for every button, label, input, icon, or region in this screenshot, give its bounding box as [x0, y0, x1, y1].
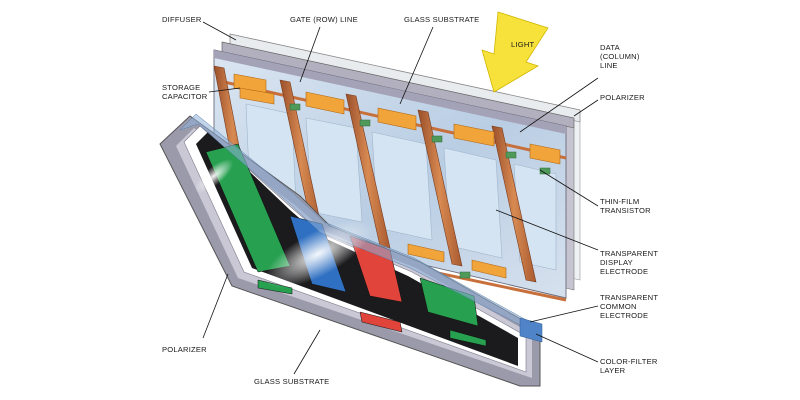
polarizer-bottom-label: POLARIZER [162, 345, 207, 354]
light-glare [264, 219, 372, 289]
common-electrode-label-3: ELECTRODE [600, 311, 648, 320]
light-glare-small [194, 159, 234, 193]
display-electrode-label-2: DISPLAY [600, 258, 633, 267]
storage-capacitors [233, 73, 561, 279]
color-filter-label-2: LAYER [600, 366, 626, 375]
display-electrode-label-1: TRANSPARENT [600, 249, 658, 258]
light-arrow-icon [481, 11, 549, 93]
color-filter-layer-label: COLOR-FILTER LAYER [600, 357, 660, 375]
thin-film-transistor-label-1: THIN-FILM [600, 197, 639, 206]
leader-lines [202, 21, 599, 375]
polarizer-top-label: POLARIZER [600, 93, 645, 102]
light-label: LIGHT [511, 40, 535, 49]
storage-capacitor-label: STORAGE CAPACITOR [162, 83, 208, 101]
transparent-display-electrode-label: TRANSPARENT DISPLAY ELECTRODE [600, 249, 660, 276]
glass-substrate-top-label: GLASS SUBSTRATE [404, 15, 479, 24]
glass-substrate-bottom-label: GLASS SUBSTRATE [254, 377, 329, 386]
common-electrode-layer [179, 113, 543, 343]
thin-film-transistor-label-2: TRANSISTOR [600, 206, 651, 215]
data-line-label-2: (COLUMN) [600, 52, 640, 61]
diffuser-label: DIFFUSER [162, 15, 202, 24]
common-electrode-label-2: COMMON [600, 302, 637, 311]
storage-capacitor-label-2: CAPACITOR [162, 92, 208, 101]
storage-capacitor-label-1: STORAGE [162, 83, 200, 92]
color-filter-label-1: COLOR-FILTER [600, 357, 658, 366]
transparent-common-electrode-label: TRANSPARENT COMMON ELECTRODE [600, 293, 660, 320]
common-electrode-label-1: TRANSPARENT [600, 293, 658, 302]
data-line-label: DATA (COLUMN) LINE [600, 43, 642, 70]
display-electrode-label-3: ELECTRODE [600, 267, 648, 276]
gate-line-label: GATE (ROW) LINE [290, 15, 358, 24]
data-line-label-1: DATA [600, 43, 621, 52]
data-line-label-3: LINE [600, 61, 618, 70]
thin-film-transistor-label: THIN-FILM TRANSISTOR [600, 197, 651, 215]
